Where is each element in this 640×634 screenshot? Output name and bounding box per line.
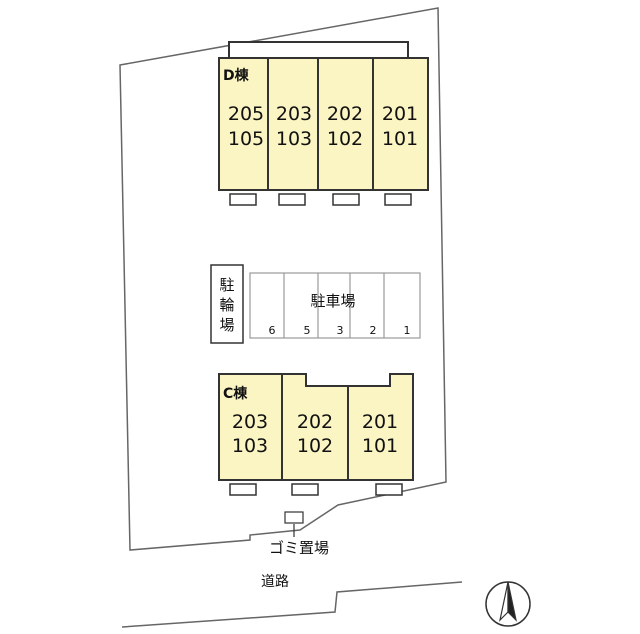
unit-number-lower: 103 bbox=[276, 128, 312, 150]
unit-number-upper: 205 bbox=[228, 103, 264, 125]
unit-number-lower: 101 bbox=[382, 128, 418, 150]
unit-number-upper: 201 bbox=[382, 103, 418, 125]
step bbox=[375, 483, 403, 496]
bicycle-parking-box bbox=[210, 264, 244, 344]
parking-space-number: 3 bbox=[337, 324, 344, 337]
building-d-unit bbox=[372, 57, 429, 191]
unit-number-upper: 201 bbox=[362, 411, 398, 433]
parking-space-number: 1 bbox=[404, 324, 411, 337]
road-edge bbox=[121, 581, 463, 628]
garbage-area: ゴミ置場 bbox=[269, 511, 329, 557]
parking-space-number: 5 bbox=[304, 324, 311, 337]
bicycle-parking-char: 場 bbox=[219, 316, 234, 334]
car-parking-label: 駐車場 bbox=[310, 292, 355, 310]
north-arrow-icon bbox=[485, 581, 531, 627]
site-boundary bbox=[119, 7, 447, 551]
step bbox=[291, 483, 319, 496]
building-c-unit bbox=[347, 373, 414, 481]
parking-space-number: 6 bbox=[269, 324, 276, 337]
garbage-label: ゴミ置場 bbox=[269, 539, 329, 557]
unit-number-upper: 202 bbox=[327, 103, 363, 125]
step bbox=[229, 193, 257, 206]
unit-number-lower: 105 bbox=[228, 128, 264, 150]
bicycle-parking-char: 輪 bbox=[219, 296, 234, 314]
bicycle-parking: 駐 輪 場 bbox=[210, 264, 244, 344]
step bbox=[278, 193, 306, 206]
step bbox=[229, 483, 257, 496]
unit-number-upper: 202 bbox=[297, 411, 333, 433]
unit-number-lower: 103 bbox=[232, 435, 268, 457]
car-parking: 駐車場 6 5 3 2 1 bbox=[249, 272, 421, 339]
parking-space-number: 2 bbox=[370, 324, 377, 337]
building-c-label: C棟 bbox=[223, 385, 248, 402]
step bbox=[384, 193, 412, 206]
road-label: 道路 bbox=[261, 574, 289, 590]
unit-number-upper: 203 bbox=[276, 103, 312, 125]
bicycle-parking-char: 駐 bbox=[219, 276, 234, 294]
unit-number-upper: 203 bbox=[232, 411, 268, 433]
building-d-label: D棟 bbox=[223, 67, 250, 84]
car-parking-area bbox=[249, 272, 421, 339]
building-d: 205 105 203 103 202 102 201 101 D棟 bbox=[218, 41, 429, 206]
unit-number-lower: 102 bbox=[327, 128, 363, 150]
step bbox=[332, 193, 360, 206]
building-d-roof bbox=[228, 41, 409, 59]
unit-number-lower: 101 bbox=[362, 435, 398, 457]
unit-number-lower: 102 bbox=[297, 435, 333, 457]
garbage-box bbox=[284, 511, 304, 524]
